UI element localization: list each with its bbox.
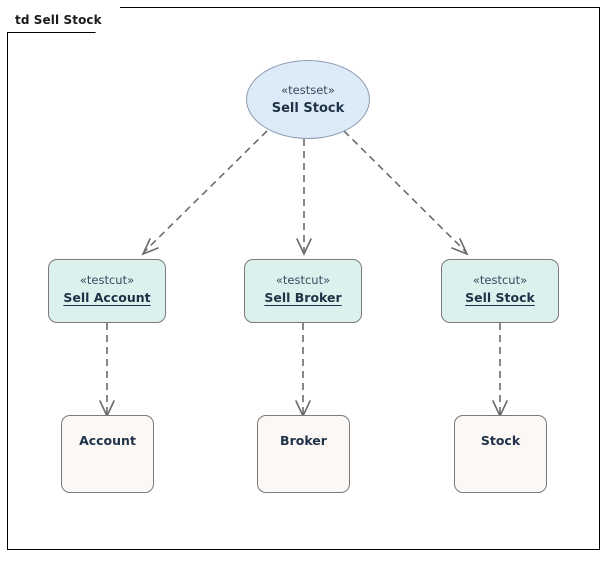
frame-label: td Sell Stock (7, 7, 120, 32)
node-testcut-sell-account-name: Sell Account (63, 290, 151, 305)
node-testset-name: Sell Stock (271, 100, 345, 116)
node-testcut-sell-broker[interactable]: «testcut» Sell Broker (244, 259, 362, 323)
node-class-account[interactable]: Account (61, 415, 154, 493)
node-testset-sell-stock[interactable]: «testset» Sell Stock (246, 60, 370, 139)
node-class-account-name: Account (79, 433, 136, 448)
node-testset-stereotype: «testset» (281, 82, 335, 97)
node-class-broker[interactable]: Broker (257, 415, 350, 493)
node-testcut-sell-stock-name: Sell Stock (465, 290, 535, 305)
node-testcut-sell-broker-stereotype: «testcut» (275, 273, 331, 287)
node-testcut-sell-account[interactable]: «testcut» Sell Account (48, 259, 166, 323)
node-testcut-sell-account-stereotype: «testcut» (79, 273, 135, 287)
frame-label-text: td Sell Stock (15, 12, 102, 27)
node-testcut-sell-stock-stereotype: «testcut» (472, 273, 528, 287)
node-class-stock[interactable]: Stock (454, 415, 547, 493)
node-testcut-sell-stock[interactable]: «testcut» Sell Stock (441, 259, 559, 323)
node-testcut-sell-broker-name: Sell Broker (264, 290, 342, 305)
node-class-stock-name: Stock (480, 433, 521, 448)
node-class-broker-name: Broker (280, 433, 327, 448)
